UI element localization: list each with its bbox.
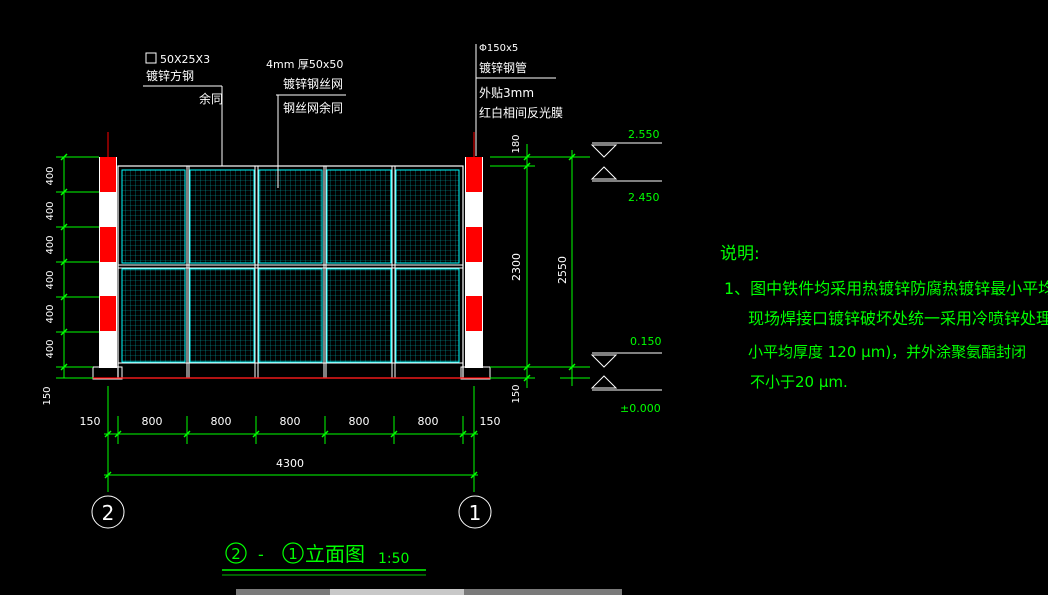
left-dim-1: 400 <box>45 166 56 185</box>
bottom-dim-bay-5: 800 <box>418 415 439 428</box>
bottom-dim-bay-4: 800 <box>349 415 370 428</box>
elevation-2550: 2.550 <box>628 128 660 141</box>
callout-wire-mesh: 4mm 厚50x50 镀锌钢丝网 钢丝网余同 <box>266 58 346 188</box>
bottom-dim-edge-left: 150 <box>80 415 101 428</box>
fence-elevation <box>92 132 491 380</box>
notes-block: 说明: 1、图中铁件均采用热镀锌防腐热镀锌最小平均 现场焊接口镀锌破坏处统一采用… <box>720 244 1048 391</box>
scrollbar-thumb[interactable] <box>330 589 464 595</box>
title-name: 立面图 <box>305 542 365 566</box>
elevation-0000: ±0.000 <box>620 402 661 415</box>
mesh-panels <box>121 169 460 363</box>
title-scale: 1:50 <box>378 551 409 567</box>
title-axis-a: 2 <box>231 545 241 563</box>
title-dash: - <box>258 545 264 564</box>
bottom-dimension-chain <box>104 386 478 492</box>
square-section-icon <box>145 52 157 64</box>
right-dim-inner: 2300 <box>510 253 523 281</box>
bottom-dim-edge-right: 150 <box>480 415 501 428</box>
elevation-texts: 2.550 2.450 0.150 ±0.000 <box>620 128 662 415</box>
callout-square-tube: 50X25X3 镀锌方钢 余同 <box>143 52 223 166</box>
notes-line-2: 现场焊接口镀锌破坏处统一采用冷喷锌处理 <box>748 309 1048 328</box>
notes-heading: 说明: <box>720 244 760 264</box>
bottom-dim-total: 4300 <box>276 457 304 470</box>
film-line-2: 红白相间反光膜 <box>479 105 563 120</box>
film-line-1: 外贴3mm <box>479 86 534 100</box>
mesh-rest-label: 钢丝网余同 <box>283 100 343 115</box>
drawing-title: 2 - 1 立面图 1:50 <box>222 542 426 576</box>
notes-line-4: 不小于20 μm. <box>750 373 848 391</box>
bottom-dim-bay-3: 800 <box>280 415 301 428</box>
right-post <box>465 132 483 368</box>
left-dimension-chain <box>56 153 99 379</box>
tube-name-label: 镀锌方钢 <box>146 68 194 83</box>
elevation-0150: 0.150 <box>630 335 662 348</box>
left-dim-2: 400 <box>45 201 56 220</box>
right-dim-bottom: 150 <box>511 384 522 403</box>
left-post-base <box>92 366 123 380</box>
left-dim-5: 400 <box>45 304 56 323</box>
right-dim-outer: 2550 <box>556 256 569 284</box>
notes-line-1: 1、图中铁件均采用热镀锌防腐热镀锌最小平均 <box>724 279 1048 298</box>
pipe-size-label: Φ150x5 <box>479 43 518 54</box>
bottom-dim-bay-2: 800 <box>211 415 232 428</box>
tube-rest-label: 余同 <box>199 91 223 106</box>
title-axis-b: 1 <box>288 545 298 563</box>
right-dimension-chain <box>490 144 590 388</box>
mesh-spec-label: 4mm 厚50x50 <box>266 58 343 71</box>
bottom-dim-bay-1: 800 <box>142 415 163 428</box>
axis-label-2: 2 <box>102 501 115 525</box>
tube-size-label: 50X25X3 <box>160 53 210 66</box>
right-post-base <box>460 366 491 380</box>
callout-steel-pipe: Φ150x5 镀锌钢管 外贴3mm 红白相间反光膜 <box>475 43 563 156</box>
pipe-name-label: 镀锌钢管 <box>479 60 527 75</box>
notes-line-3: 小平均厚度 120 μm)，并外涂聚氨酯封闭 <box>748 343 1026 361</box>
elevation-markers <box>590 142 662 391</box>
right-dimension-texts: 180 2300 2550 150 <box>510 134 569 403</box>
right-dim-top: 180 <box>511 134 522 153</box>
left-post <box>99 132 117 368</box>
left-dim-base: 150 <box>42 386 53 405</box>
left-dim-4: 400 <box>45 270 56 289</box>
bottom-dimension-texts: 150 800 800 800 800 800 150 4300 <box>80 415 501 470</box>
axis-bubble-2: 2 <box>91 495 125 529</box>
axis-bubble-1: 1 <box>458 495 492 529</box>
horizontal-scrollbar[interactable] <box>236 589 622 595</box>
mesh-name-label: 镀锌钢丝网 <box>283 77 343 91</box>
left-dim-3: 400 <box>45 235 56 254</box>
left-dim-6: 400 <box>45 339 56 358</box>
elevation-2450: 2.450 <box>628 191 660 204</box>
axis-label-1: 1 <box>469 501 482 525</box>
vertical-tubes <box>118 166 463 378</box>
left-dimension-texts: 400 400 400 400 400 400 150 <box>42 166 56 405</box>
